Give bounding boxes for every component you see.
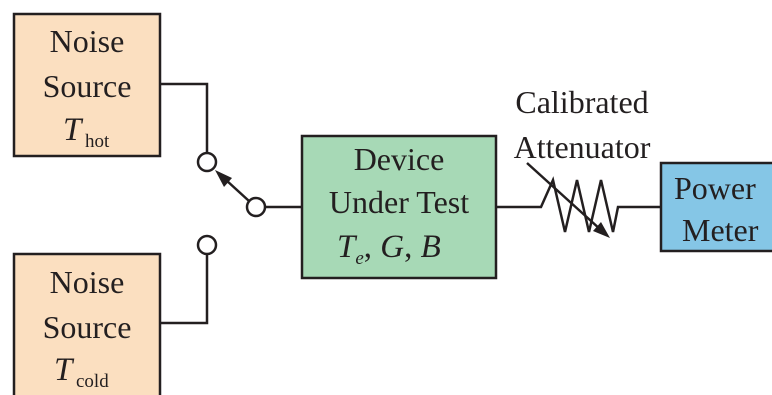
t-hot-subscript: hot [85,131,110,152]
wire-hot-source-to-switch [160,82,209,153]
device-under-test: Device Under Test Te, G, B [300,134,498,280]
noise-source-hot-line1: Noise [50,23,125,59]
dut-line1: Device [354,141,445,177]
switch-terminal-hot [196,151,218,173]
noise-source-cold-line2: Source [43,309,132,345]
calibrated-attenuator: Calibrated Attenuator [496,84,661,238]
bandwidth-symbol: B [421,229,441,265]
noise-source-hot-line2: Source [43,68,132,104]
param-separator-2: , [404,229,421,265]
noise-source-cold-box [12,252,162,395]
power-meter-line2: Meter [682,212,759,248]
noise-source-hot-box [12,12,162,158]
te-symbol: T [337,229,358,265]
noise-source-cold-line1: Noise [50,264,125,300]
attenuator-label-line1: Calibrated [515,84,648,120]
param-separator-1: , [364,229,381,265]
t-cold-symbol: T [54,352,75,388]
power-meter-line1: Power [674,170,756,206]
dut-parameters: Te, G, B [337,229,441,269]
noise-source-hot: Noise Source T hot [12,12,162,158]
attenuator-label-line2: Attenuator [514,129,651,165]
switch-arm-arrowhead [215,170,232,187]
power-meter: Power Meter [659,161,772,253]
t-cold-subscript: cold [76,371,109,392]
rf-switch [196,151,267,256]
power-meter-box [659,161,772,253]
wire-cold-source-to-switch [160,254,209,325]
switch-terminal-cold [196,234,218,256]
t-hot-symbol: T [63,112,84,148]
noise-source-cold: Noise Source T cold [12,252,162,395]
dut-line2: Under Test [329,184,469,220]
attenuator-resistor [496,176,661,233]
attenuator-adjust-arrow-shaft [526,162,602,231]
switch-arm [225,179,250,202]
switch-common-terminal [245,196,267,218]
gain-symbol: G [380,229,404,265]
attenuator-adjust-arrowhead [593,222,610,238]
te-subscript: e [355,248,363,269]
